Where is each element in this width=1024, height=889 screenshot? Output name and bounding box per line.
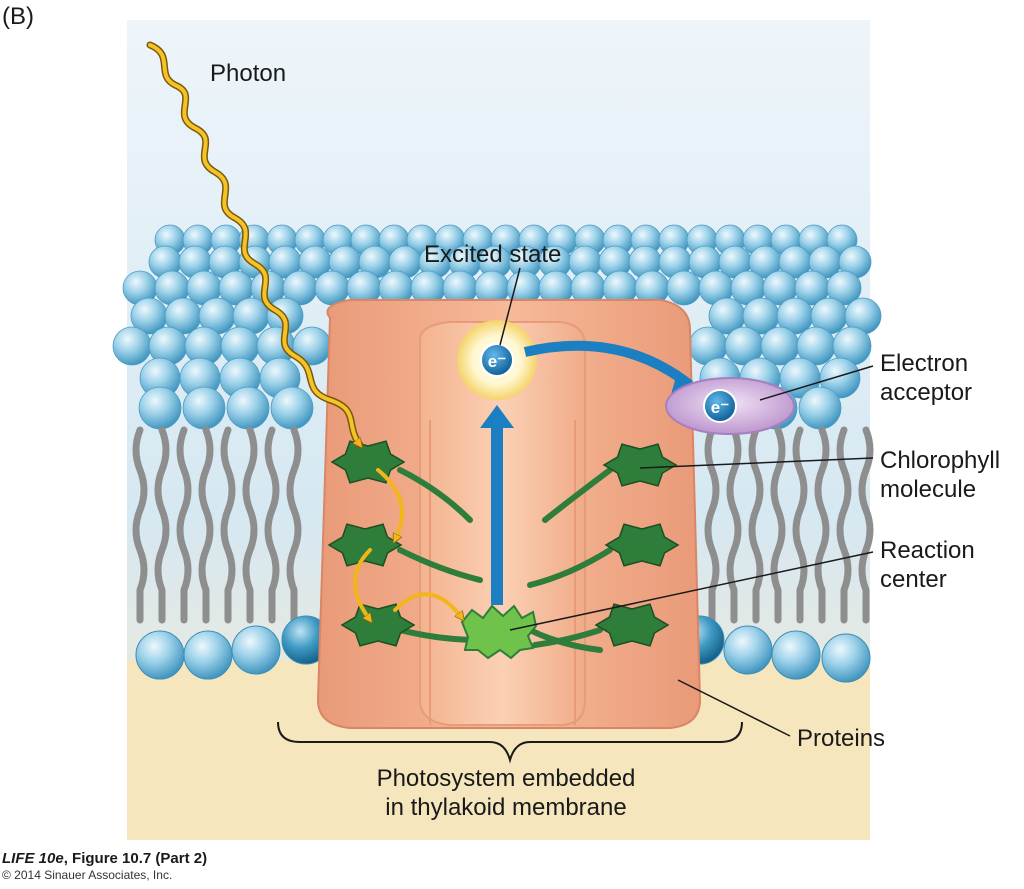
reaction-center-label-line2: center: [880, 566, 947, 593]
chlorophyll-label-line1: Chlorophyll: [880, 447, 1001, 474]
lipid-tail: [726, 426, 742, 624]
chlorophyll-label: Chlorophyll molecule: [880, 446, 1000, 504]
electron-acceptor-label-line2: acceptor: [880, 379, 973, 406]
copyright-notice: © 2014 Sinauer Associates, Inc.: [2, 868, 173, 882]
lipid-tail: [242, 426, 258, 624]
chlorophyll: [327, 523, 403, 567]
chlorophyll: [330, 440, 406, 484]
excitation-arrow: [480, 405, 514, 605]
photon-wave-inner: [148, 43, 360, 445]
acceptor-electron-symbol: e⁻: [711, 398, 729, 417]
electron-acceptor-label-line1: Electron: [880, 350, 969, 377]
lipid-head: [666, 270, 702, 306]
figure-number: , Figure 10.7 (Part 2): [63, 850, 208, 867]
photon-label: Photon: [210, 60, 287, 87]
photosystem-label-line2: in thylakoid membrane: [385, 794, 627, 821]
lipid-head: [183, 630, 233, 680]
chlorophyll-tails: [397, 467, 613, 653]
leader-lines: [499, 267, 874, 737]
excited-electron: [480, 343, 514, 377]
reaction-center-label-line1: Reaction: [880, 537, 975, 564]
book-title: LIFE 10e: [2, 850, 64, 867]
lipid-tail: [198, 426, 214, 624]
acceptor-electron: [703, 389, 737, 423]
lipid-head: [314, 270, 350, 306]
lipid-tail: [264, 426, 280, 624]
lipid-head: [138, 386, 182, 430]
lipid-tails: [132, 426, 874, 624]
lipid-head: [112, 326, 152, 366]
chlorophyll: [594, 603, 670, 647]
upper-lipid-heads: [112, 224, 882, 430]
energy-transfer-arrows: [353, 468, 462, 620]
lower-lipid-heads: [135, 615, 871, 683]
lipid-tail: [176, 426, 192, 624]
lipid-head: [226, 386, 270, 430]
lipid-tail: [286, 426, 302, 624]
photosystem-label-line1: Photosystem embedded: [376, 765, 636, 792]
lipid-tail: [132, 426, 148, 624]
chlorophyll: [602, 443, 678, 487]
lipid-head: [135, 630, 185, 680]
chlorophyll: [340, 603, 416, 647]
lipid-tail: [858, 426, 874, 624]
reaction-center-label: Reaction center: [880, 536, 975, 594]
lipid-head: [771, 630, 821, 680]
lipid-tail: [220, 426, 236, 624]
electron-acceptor-label: Electron acceptor: [880, 349, 972, 407]
proteins-label: Proteins: [797, 725, 886, 752]
lipid-head: [798, 386, 842, 430]
lipid-tail: [154, 426, 170, 624]
lipid-head: [270, 386, 314, 430]
lipid-tail: [748, 426, 764, 624]
lipid-tail: [704, 426, 720, 624]
lipid-tail: [814, 426, 830, 624]
lipid-head: [819, 357, 861, 399]
excited-electron-symbol: e⁻: [488, 352, 506, 371]
excited-state-label: Excited state: [424, 241, 562, 268]
photosystem-brace: [277, 721, 743, 764]
lipid-head: [231, 625, 281, 675]
chlorophyll: [604, 523, 680, 567]
chlorophyll-label-line2: molecule: [880, 476, 977, 503]
lipid-head: [821, 633, 871, 683]
lipid-head: [723, 625, 773, 675]
chlorophyll-molecules: [327, 440, 680, 647]
lipid-head: [182, 386, 226, 430]
lipid-head: [826, 270, 862, 306]
figure-credit: LIFE 10e, Figure 10.7 (Part 2): [2, 850, 207, 867]
lipid-tail: [770, 426, 786, 624]
panel-label: (B): [2, 3, 34, 30]
reaction-center: [460, 604, 538, 660]
lipid-tail: [792, 426, 808, 624]
photosystem-label: Photosystem embedded in thylakoid membra…: [346, 764, 666, 822]
